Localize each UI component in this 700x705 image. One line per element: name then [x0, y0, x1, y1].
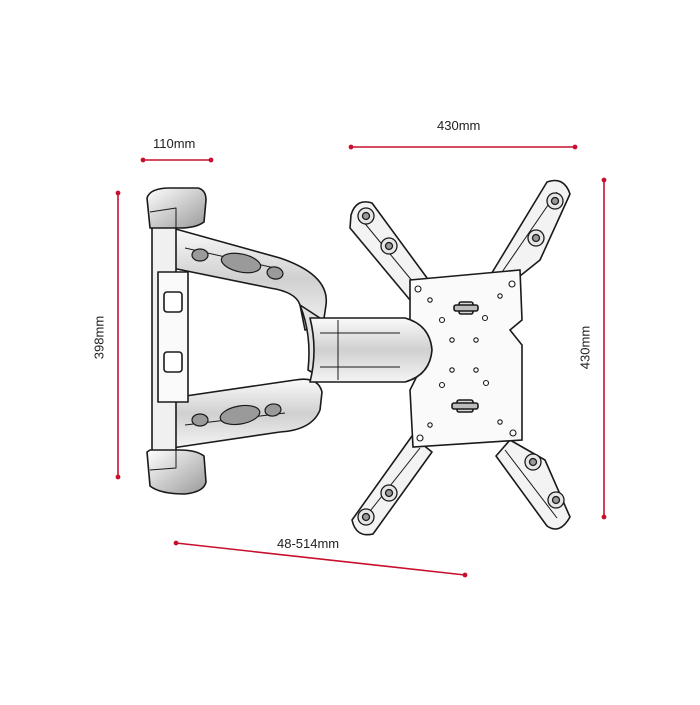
- extension-dimension-label: 48-514mm: [277, 536, 340, 551]
- vesa-plate-holes: [414, 280, 517, 442]
- dimension-lines: [115, 144, 607, 578]
- wall-plate: [146, 187, 207, 495]
- arm-cutouts: [191, 248, 284, 427]
- dim-line-extension: [175, 542, 466, 576]
- articulating-arm: [171, 227, 433, 449]
- depth-dimension-label: 110mm: [153, 136, 196, 151]
- plate-width-dimension-label: 430mm: [437, 118, 481, 133]
- plate-height-dimension-label: 430mm: [577, 325, 593, 370]
- bracket-height-dimension-label: 398mm: [91, 315, 107, 360]
- vesa-plate: [409, 269, 523, 448]
- x-bracket-bolts: [357, 192, 565, 526]
